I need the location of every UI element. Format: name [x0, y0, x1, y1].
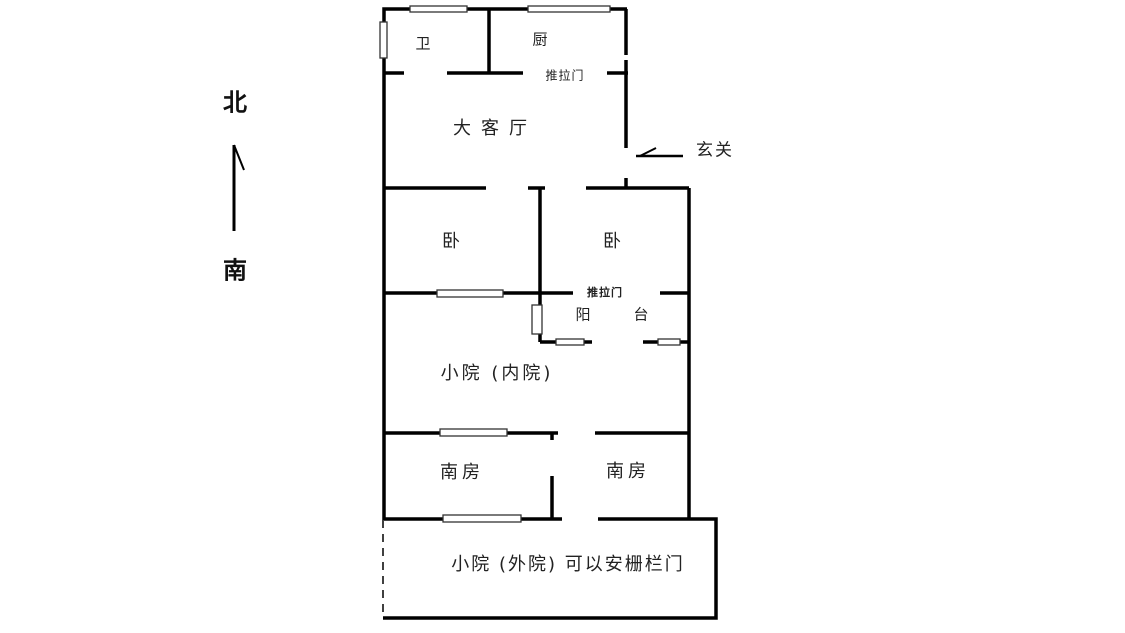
entrance-arrow — [636, 147, 683, 158]
room-inner-yard: 小院 (内院) — [440, 363, 554, 384]
room-south-left: 南房 — [440, 462, 484, 483]
room-kitchen: 厨 — [532, 30, 552, 49]
room-living: 大客厅 — [453, 118, 537, 139]
kitchen-sliding-door: 推拉门 — [545, 68, 585, 83]
room-outer-yard: 小院 (外院) 可以安栅栏门 — [451, 554, 685, 575]
room-bathroom: 卫 — [415, 34, 435, 53]
compass-north: 北 — [223, 88, 247, 117]
room-south-right: 南房 — [606, 461, 650, 482]
room-bedroom-right: 卧 — [603, 231, 625, 252]
room-bedroom-left: 卧 — [442, 231, 464, 252]
walls — [382, 7, 718, 620]
room-balcony-2: 台 — [633, 305, 653, 324]
windows — [379, 5, 681, 523]
compass-south: 南 — [223, 256, 247, 285]
room-balcony-1: 阳 — [575, 305, 595, 324]
compass-arrow-icon — [232, 144, 245, 231]
entrance-label: 玄关 — [696, 140, 734, 161]
balcony-sliding-door: 推拉门 — [587, 286, 623, 299]
